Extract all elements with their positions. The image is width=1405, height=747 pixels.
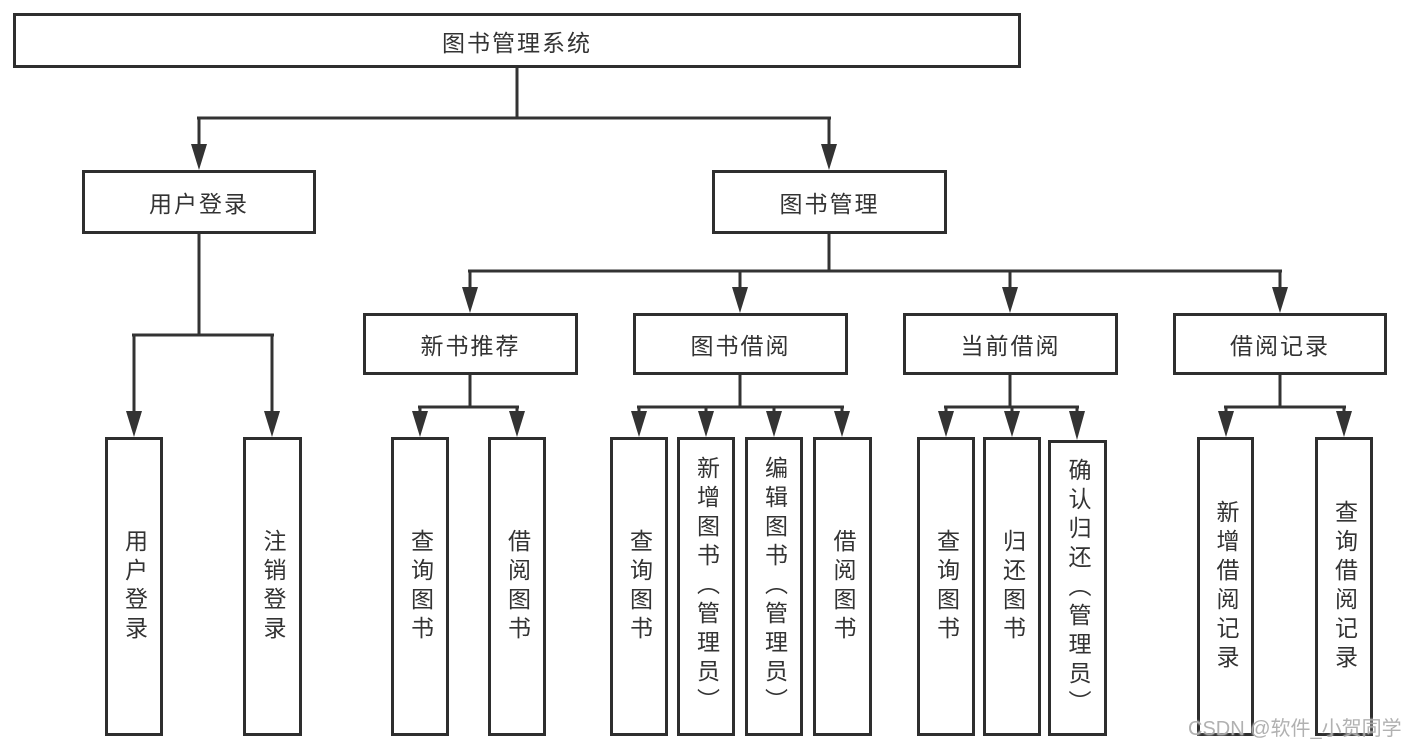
leaf-confirm-return-admin: 确认归还（管理员） [1048, 440, 1107, 736]
leaf-return-book: 归还图书 [983, 437, 1041, 736]
node-book-management: 图书管理 [712, 170, 947, 234]
edge-newbookrec-to-leaves [412, 375, 525, 437]
node-root: 图书管理系统 [13, 13, 1021, 68]
edge-borrowrecords-to-leaves [1218, 375, 1352, 437]
node-new-book-recommend: 新书推荐 [363, 313, 578, 375]
leaf-query-book-under-current: 查询图书 [917, 437, 975, 736]
node-user-login: 用户登录 [82, 170, 316, 234]
leaf-borrow-book-under-borrow: 借阅图书 [813, 437, 872, 736]
node-book-borrow: 图书借阅 [633, 313, 848, 375]
edge-bookborrow-to-leaves [631, 375, 850, 437]
csdn-watermark: CSDN @软件_小贺同学 [1188, 718, 1402, 740]
leaf-borrow-book-under-recommend: 借阅图书 [488, 437, 546, 736]
leaf-edit-book-admin: 编辑图书（管理员） [745, 437, 803, 736]
leaf-query-book-under-borrow: 查询图书 [610, 437, 668, 736]
edge-root-to-level2 [191, 68, 837, 170]
leaf-query-borrow-record: 查询借阅记录 [1315, 437, 1373, 736]
node-current-borrow: 当前借阅 [903, 313, 1118, 375]
leaf-query-book-under-recommend: 查询图书 [391, 437, 449, 736]
leaf-add-book-admin: 新增图书（管理员） [677, 437, 735, 736]
edge-currentborrow-to-leaves [938, 375, 1085, 440]
leaf-logout: 注销登录 [243, 437, 302, 736]
edge-bookmgmt-to-level3 [462, 234, 1288, 313]
leaf-user-login: 用户登录 [105, 437, 163, 736]
leaf-add-borrow-record: 新增借阅记录 [1197, 437, 1254, 736]
node-borrow-records: 借阅记录 [1173, 313, 1387, 375]
edge-userlogin-to-leaves [126, 234, 280, 437]
